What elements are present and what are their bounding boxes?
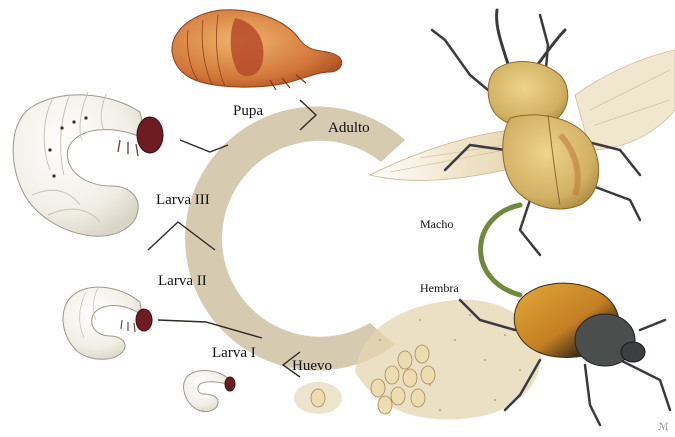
larva3-body bbox=[13, 95, 146, 236]
larva3-illustration bbox=[13, 92, 163, 236]
egg-1 bbox=[398, 351, 412, 369]
soil-speckle-7 bbox=[439, 409, 441, 411]
larva2-leg-3 bbox=[134, 323, 135, 332]
male-label: Macho bbox=[420, 217, 453, 231]
male-left-horn bbox=[497, 10, 510, 70]
stage-label-larva3: Larva III bbox=[156, 192, 210, 208]
female-leg-3 bbox=[585, 365, 600, 425]
male-beetle-illustration bbox=[370, 10, 675, 255]
larva2-illustration bbox=[63, 287, 152, 359]
egg-9 bbox=[378, 396, 392, 414]
male-right-wing bbox=[575, 50, 675, 150]
egg-2 bbox=[415, 345, 429, 363]
male-hind-left-leg bbox=[520, 200, 540, 255]
larva2-legs bbox=[121, 320, 135, 332]
soil-speckle-1 bbox=[379, 339, 381, 341]
larva3-leg-1 bbox=[118, 140, 120, 152]
pupa-illustration bbox=[172, 10, 342, 90]
egg-3 bbox=[385, 366, 399, 384]
female-head bbox=[621, 342, 645, 362]
larva2-head bbox=[136, 309, 152, 331]
male-hind-right-leg bbox=[590, 185, 640, 220]
larva1-illustration bbox=[184, 371, 235, 412]
stage-label-larva1: Larva I bbox=[212, 345, 256, 361]
larva3-spiracle-5 bbox=[52, 174, 55, 177]
female-leg-5 bbox=[640, 320, 665, 330]
stage-label-larva2: Larva II bbox=[158, 273, 207, 289]
stage-label-huevo: Huevo bbox=[292, 358, 332, 374]
single-egg-shell bbox=[311, 389, 325, 407]
stage-label-adulto: Adulto bbox=[328, 120, 370, 136]
cycle-ring-band bbox=[185, 106, 405, 370]
single-egg bbox=[294, 382, 342, 414]
soil-speckle-4 bbox=[504, 334, 506, 336]
soil-speckle-9 bbox=[454, 339, 456, 341]
larva2-body bbox=[63, 287, 142, 359]
stage-label-pupa: Pupa bbox=[233, 103, 263, 119]
artist-signature: ℳ bbox=[658, 422, 669, 433]
larva3-head bbox=[137, 117, 163, 153]
egg-4 bbox=[403, 369, 417, 387]
soil-speckle-12 bbox=[429, 384, 431, 386]
larva1-head bbox=[225, 377, 235, 391]
larva1-body bbox=[184, 371, 228, 412]
female-label: Hembra bbox=[420, 281, 459, 295]
egg-6 bbox=[371, 379, 385, 397]
female-leg-4 bbox=[620, 360, 670, 410]
soil-speckle-5 bbox=[519, 369, 521, 371]
larva3-spiracle-3 bbox=[84, 116, 87, 119]
larva3-leg-3 bbox=[136, 144, 138, 156]
life-cycle-ring: Pupa Adulto Larva III Larva II Larva I H… bbox=[148, 100, 405, 377]
larva3-legs bbox=[118, 140, 138, 156]
larva3-spiracle-2 bbox=[72, 120, 75, 123]
egg-7 bbox=[391, 387, 405, 405]
soil-speckle-10 bbox=[484, 359, 486, 361]
soil-speckle-3 bbox=[469, 314, 471, 316]
male-female-connector bbox=[481, 205, 520, 295]
larva3-spiracle-4 bbox=[48, 148, 51, 151]
soil-speckle-2 bbox=[419, 319, 421, 321]
larva2-leg-1 bbox=[121, 320, 122, 329]
larva3-spiracle-1 bbox=[60, 126, 63, 129]
egg-5 bbox=[421, 366, 435, 384]
egg-8 bbox=[411, 389, 425, 407]
soil-speckle-6 bbox=[494, 399, 496, 401]
